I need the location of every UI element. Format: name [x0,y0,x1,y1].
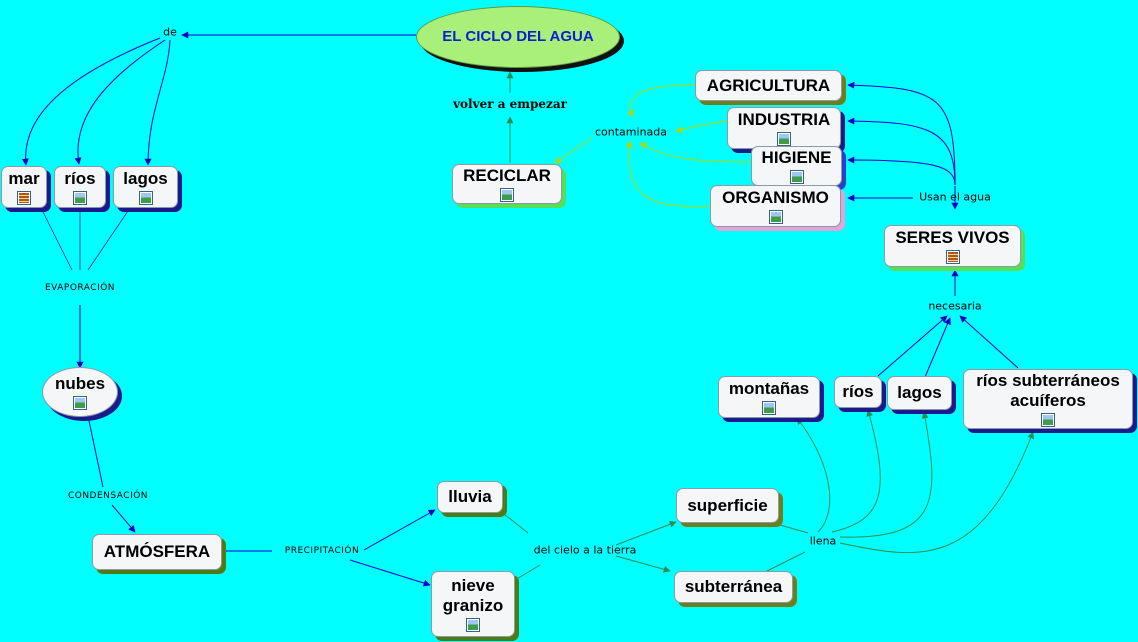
link-label-del-cielo: del cielo a la tierra [533,543,637,557]
node-rios-right-label: ríos [842,382,874,401]
node-nieve-granizo-label: nieve granizo [442,576,504,615]
node-atmosfera[interactable]: ATMÓSFERA [92,534,222,570]
node-agricultura-label: AGRICULTURA [706,75,831,95]
node-mar-label: mar [8,169,40,188]
node-lagos-right[interactable]: lagos [887,376,952,410]
node-higiene-label: HIGIENE [761,148,832,167]
document-icon[interactable] [945,250,960,264]
node-montanas-label: montañas [728,379,810,398]
link-label-evaporacion: EVAPORACIÓN [44,283,116,293]
node-industria-label: INDUSTRIA [737,110,831,129]
node-seres-vivos[interactable]: SERES VIVOS [884,225,1021,267]
link-label-necesaria: necesaria [928,299,982,313]
link-label-precipitacion: PRECIPITACIÓN [284,546,360,556]
link-label-de: de [163,25,177,39]
node-lagos-right-label: lagos [897,383,942,402]
node-atmosfera-label: ATMÓSFERA [103,542,211,561]
title-text: EL CICLO DEL AGUA [442,28,594,45]
node-industria[interactable]: INDUSTRIA [727,107,841,149]
node-rios-right[interactable]: ríos [834,376,882,408]
node-rios-subterraneos[interactable]: ríos subterráneos acuíferos [963,369,1133,429]
node-organismo[interactable]: ORGANISMO [710,185,841,227]
node-lluvia[interactable]: lluvia [437,481,503,513]
title-node[interactable]: EL CICLO DEL AGUA [416,6,620,68]
image-icon[interactable] [1041,413,1055,427]
node-subterranea-label: subterránea [684,577,783,596]
image-icon[interactable] [73,396,87,410]
image-icon[interactable] [789,170,804,184]
document-icon[interactable] [17,191,31,205]
node-rios-subterraneos-label: ríos subterráneos acuíferos [976,371,1120,410]
node-seres-vivos-label: SERES VIVOS [895,228,1010,247]
image-icon[interactable] [777,132,791,146]
node-superficie[interactable]: superficie [676,488,779,523]
node-nieve-granizo[interactable]: nieve granizo [431,571,515,637]
node-agricultura[interactable]: AGRICULTURA [695,70,842,101]
link-label-volver: volver a empezar [453,97,567,111]
node-organismo-label: ORGANISMO [722,188,829,207]
node-nubes[interactable]: nubes [42,367,118,417]
node-mar[interactable]: mar [1,166,47,208]
image-icon[interactable] [466,618,480,632]
image-icon[interactable] [768,210,783,224]
image-icon[interactable] [138,191,153,205]
node-lluvia-label: lluvia [448,487,492,506]
node-reciclar-label: RECICLAR [463,166,551,185]
node-rios-left-label: ríos [64,169,96,188]
node-subterranea[interactable]: subterránea [674,571,793,603]
node-superficie-label: superficie [687,495,768,515]
node-lagos-left[interactable]: lagos [113,166,178,208]
node-higiene[interactable]: HIGIENE [751,146,842,186]
link-label-contaminada: contaminada [594,125,668,139]
node-rios-left[interactable]: ríos [54,166,106,208]
link-label-usan-el-agua: Usan el agua [919,190,991,204]
link-label-condensacion: CONDENSACIÓN [67,491,149,501]
image-icon[interactable] [762,401,776,415]
node-lagos-left-label: lagos [123,169,168,188]
image-icon[interactable] [73,191,87,205]
image-icon[interactable] [500,188,514,202]
node-nubes-label: nubes [54,374,106,393]
node-montanas[interactable]: montañas [718,376,820,418]
link-label-llena: llena [809,534,837,548]
node-reciclar[interactable]: RECICLAR [452,164,562,204]
